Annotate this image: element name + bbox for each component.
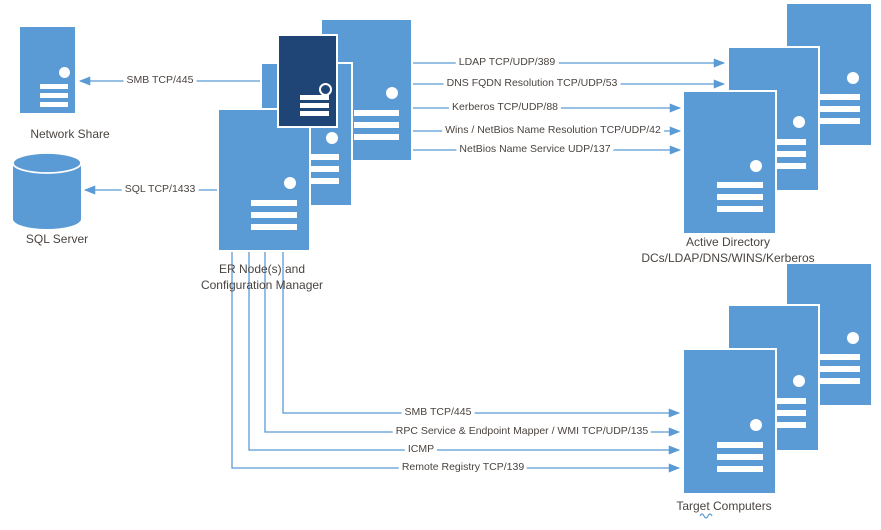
er-node-label: ER Node(s) and Configuration Manager [200, 261, 324, 292]
connector-label-netbios: NetBios Name Service UDP/137 [456, 144, 614, 156]
connector-icmp [248, 252, 681, 455]
server-vents-icon [354, 109, 400, 140]
er-server-dark-icon [277, 34, 338, 128]
target-computers-label: Target Computers [676, 498, 772, 513]
server-led-icon [749, 418, 762, 431]
ad-server-front-icon [682, 90, 777, 235]
connector-label-smb-network-share: SMB TCP/445 [123, 75, 197, 87]
server-vents-icon [761, 138, 807, 169]
server-vents-icon [761, 398, 807, 429]
spellcheck-squiggle-icon [699, 513, 713, 519]
server-vents-icon [716, 441, 764, 472]
server-vents-icon [300, 94, 329, 116]
server-led-icon [386, 87, 399, 100]
server-led-icon [793, 375, 806, 388]
server-vents-icon [39, 83, 68, 107]
active-directory-label: Active Directory DCs/LDAP/DNS/WINS/Kerbe… [641, 234, 815, 265]
server-led-icon [58, 67, 70, 79]
connector-remote-registry [231, 252, 681, 473]
connector-label-wins: Wins / NetBios Name Resolution TCP/UDP/4… [442, 125, 664, 137]
server-led-icon [749, 159, 762, 172]
server-vents-icon [294, 154, 340, 185]
sql-database-cylinder-icon [12, 152, 82, 230]
server-led-icon [326, 131, 339, 144]
network-share-label: Network Share [30, 126, 110, 141]
connector-label-rpc-wmi: RPC Service & Endpoint Mapper / WMI TCP/… [392, 426, 652, 438]
server-led-icon [793, 116, 806, 129]
network-share-server-icon [18, 25, 77, 115]
connector-label-dns: DNS FQDN Resolution TCP/UDP/53 [443, 78, 621, 90]
connector-label-sql: SQL TCP/1433 [121, 184, 199, 196]
sql-server-label: SQL Server [25, 231, 89, 246]
server-led-icon [847, 71, 860, 84]
server-led-icon [847, 331, 860, 344]
target-server-front-icon [682, 348, 777, 495]
server-led-icon [283, 177, 296, 190]
connector-rpc-wmi [264, 252, 681, 437]
server-vents-icon [817, 354, 861, 385]
connector-label-ldap: LDAP TCP/UDP/389 [455, 57, 559, 69]
connector-label-smb-targets: SMB TCP/445 [401, 407, 475, 419]
connector-label-kerberos: Kerberos TCP/UDP/88 [448, 102, 562, 114]
er-server-front-icon [217, 108, 311, 252]
connector-label-remote-registry: Remote Registry TCP/139 [398, 462, 528, 474]
connector-label-icmp: ICMP [404, 444, 438, 456]
server-vents-icon [251, 199, 298, 230]
server-vents-icon [817, 94, 861, 125]
server-vents-icon [716, 182, 764, 213]
connector-smb-to-targets [282, 252, 681, 418]
